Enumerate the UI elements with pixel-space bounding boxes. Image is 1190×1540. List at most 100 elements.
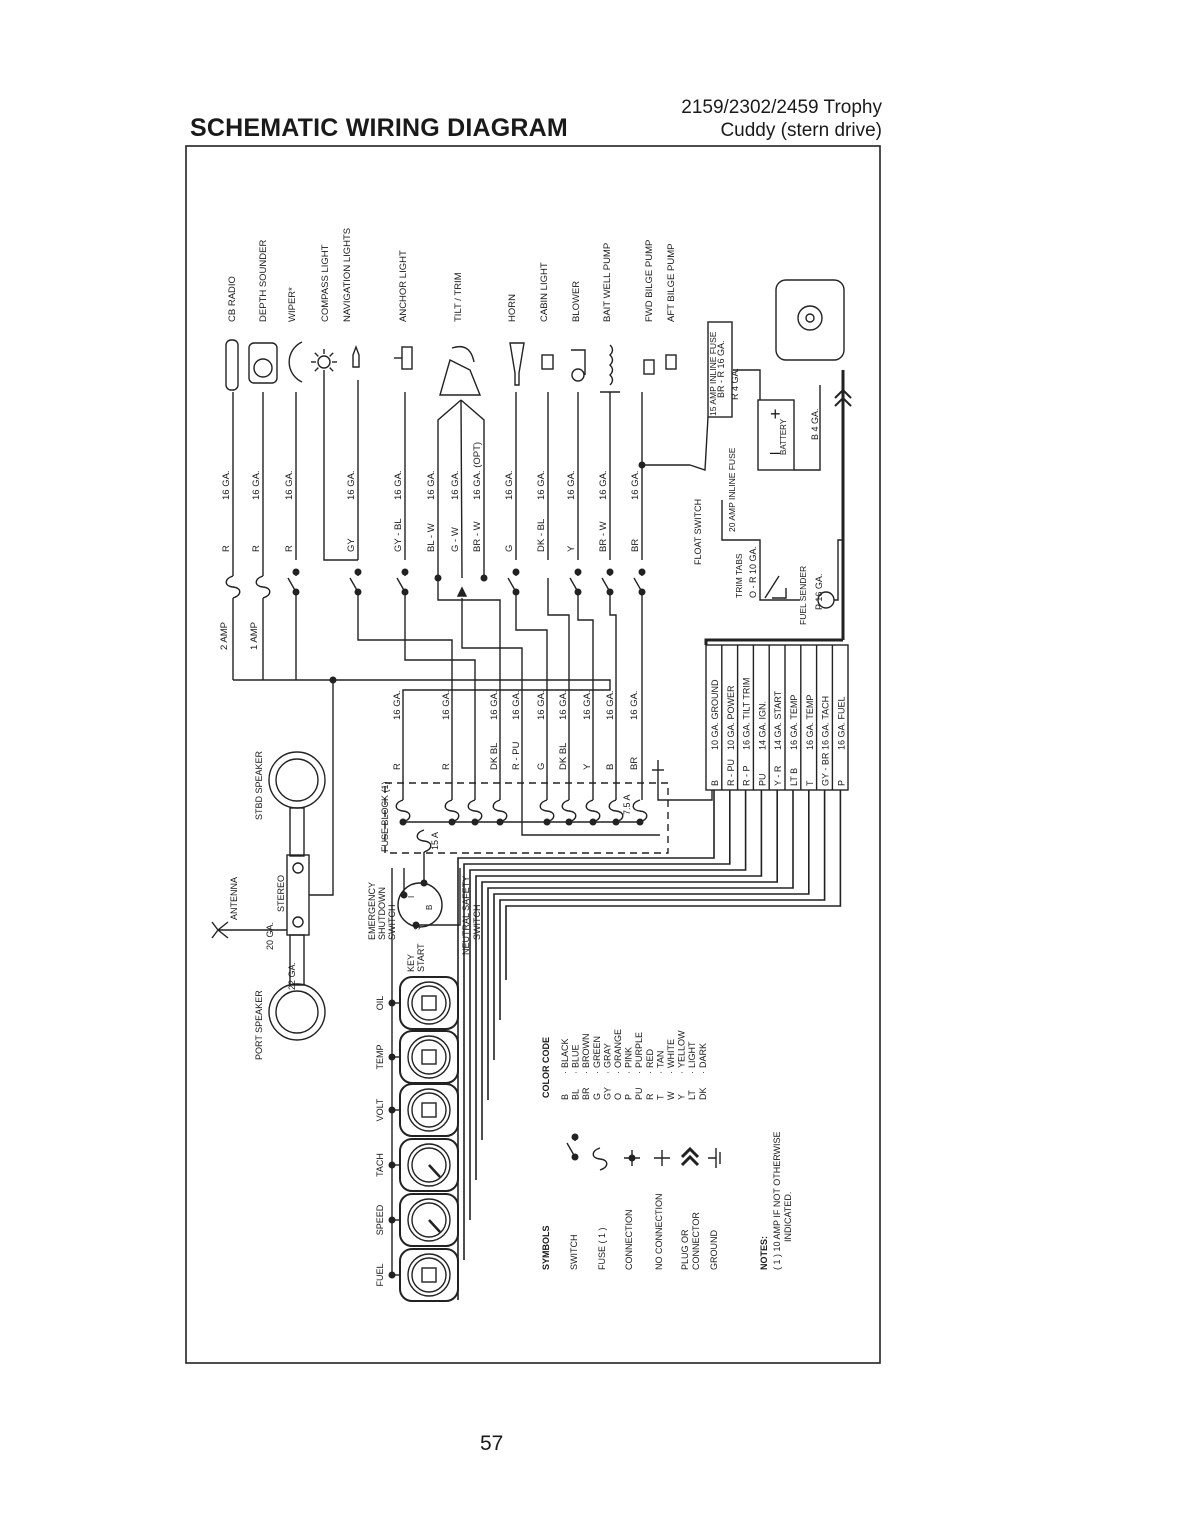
wire-color-label: B: [605, 764, 616, 770]
wire: [794, 385, 821, 471]
color-code: PU: [634, 1087, 644, 1100]
component-label: BAIT WELL PUMP: [602, 243, 613, 322]
plug-connector-icon: [834, 388, 852, 407]
connection-dot: [420, 879, 428, 887]
color-code: R: [645, 1093, 655, 1100]
neutral-safety-label: NEUTRAL SAFETY: [461, 876, 471, 955]
color-name: LIGHT: [687, 1041, 697, 1068]
aft-bilge-pump-icon: [665, 354, 677, 370]
speaker-wire: [289, 934, 305, 986]
wire-color-label: G: [536, 763, 547, 770]
gauge-symbol: [421, 1267, 437, 1283]
emergency-shutdown-switch-icon: [397, 882, 443, 928]
arrow-icon: [456, 586, 468, 597]
blower-icon: [571, 368, 585, 382]
gauge-label: TACH: [375, 1153, 385, 1177]
connection-dot: [388, 999, 396, 1007]
ground-symbol-icon: [708, 1148, 721, 1168]
component-label: CABIN LIGHT: [539, 262, 550, 322]
horn-icon: [509, 342, 525, 386]
gauge-dial: [407, 1035, 451, 1079]
dash: ·: [602, 1071, 612, 1074]
light-ray: [329, 367, 334, 372]
connection-dot: [636, 818, 644, 826]
dash: ·: [655, 1071, 665, 1074]
fuse-label: 20 AMP INLINE FUSE: [727, 447, 737, 532]
wire: [721, 500, 800, 601]
dash: ·: [677, 1071, 687, 1074]
gauge-temp: [399, 1030, 459, 1084]
key-start-label: START: [416, 943, 426, 972]
wire: [437, 399, 462, 578]
connection-dot: [571, 1153, 579, 1161]
wire-color-label: R: [251, 545, 262, 552]
connection-dot: [574, 568, 582, 576]
symbol-label: NO CONNECTION: [654, 1194, 664, 1271]
connection-dot: [638, 588, 646, 596]
notes-title: NOTES:: [759, 1236, 769, 1270]
symbol-label: GROUND: [709, 1230, 719, 1270]
connection-dot: [401, 568, 409, 576]
connection-dot: [512, 568, 520, 576]
note-text: INDICATED.: [783, 1192, 793, 1242]
wire: [309, 680, 334, 896]
color-code: DK: [698, 1087, 708, 1100]
gauge-oil: [399, 976, 459, 1030]
gauge-dial: [411, 1039, 447, 1075]
wire: [834, 539, 843, 601]
connection-dot: [638, 461, 646, 469]
fuse-block-label: FUSE BLOCK (1): [380, 781, 390, 852]
component-label: DEPTH SOUNDER: [258, 240, 269, 322]
fwd-bilge-pump-icon: [643, 359, 655, 375]
terminal-label: I: [407, 896, 416, 898]
harness-wire-desc: 16 GA. TILT TRIM: [742, 678, 752, 750]
wire-color-label: BL - W: [426, 523, 437, 552]
fuse-block-outline: [384, 782, 669, 854]
color-code: O: [613, 1093, 623, 1100]
stereo-knob: [292, 862, 304, 874]
gauge-label: OIL: [375, 996, 385, 1011]
wire-label: B 4 GA.: [810, 408, 820, 440]
symbol-label: SWITCH: [569, 1235, 579, 1271]
wire-gauge-label: 16 GA.: [536, 470, 547, 500]
wire-gauge-label: 16 GA.: [630, 470, 641, 500]
color-name: BROWN: [581, 1034, 591, 1069]
speaker-label: PORT SPEAKER: [254, 990, 264, 1060]
antenna-icon: [211, 921, 229, 939]
component-label: CB RADIO: [227, 276, 238, 322]
wire-label: O - R 10 GA.: [748, 546, 758, 598]
1-amp-fuse-icon: [255, 575, 271, 599]
depth-sounder-icon: [248, 342, 278, 384]
harness-wire-desc: 10 GA. GROUND: [710, 679, 720, 750]
gauge-needle: [428, 1164, 441, 1178]
wire-gauge-label: 16 GA.: [558, 690, 569, 720]
color-name: YELLOW: [677, 1030, 687, 1068]
connection-dot: [412, 921, 420, 929]
emergency-switch-label: SHUTDOWN: [377, 887, 387, 940]
wire-gauge-label: 16 GA.: [426, 470, 437, 500]
harness-wire-color: P: [836, 780, 846, 786]
wire-color-label: R: [284, 545, 295, 552]
wire-color-label: DK BL: [489, 743, 500, 770]
harness-wire-color: PU: [757, 773, 767, 786]
stereo-icon: [286, 854, 310, 936]
gauge-label: FUEL: [375, 1263, 385, 1286]
gauge-dial: [411, 1092, 447, 1128]
gauge-fuel: [399, 1248, 459, 1302]
harness-wire: [481, 790, 779, 1140]
gauge-dial: [411, 1257, 447, 1293]
wire: [233, 679, 611, 800]
harness-wire-color: R - P: [742, 765, 752, 786]
navigation-lights-icon: [352, 345, 360, 368]
harness-wire-color: GY - BR: [821, 752, 831, 786]
fuse-icon: [608, 799, 624, 823]
component-label: BLOWER: [571, 281, 582, 322]
wire-color-label: BR: [629, 757, 640, 770]
dash: ·: [581, 1071, 591, 1074]
gauge-dial: [411, 1147, 447, 1183]
component-label: TILT / TRIM: [453, 272, 464, 322]
connection-dot: [354, 588, 362, 596]
stbd-speaker-icon: [275, 758, 319, 802]
symbols-title: SYMBOLS: [541, 1225, 551, 1270]
symbol-label: PLUG OR: [680, 1229, 690, 1270]
